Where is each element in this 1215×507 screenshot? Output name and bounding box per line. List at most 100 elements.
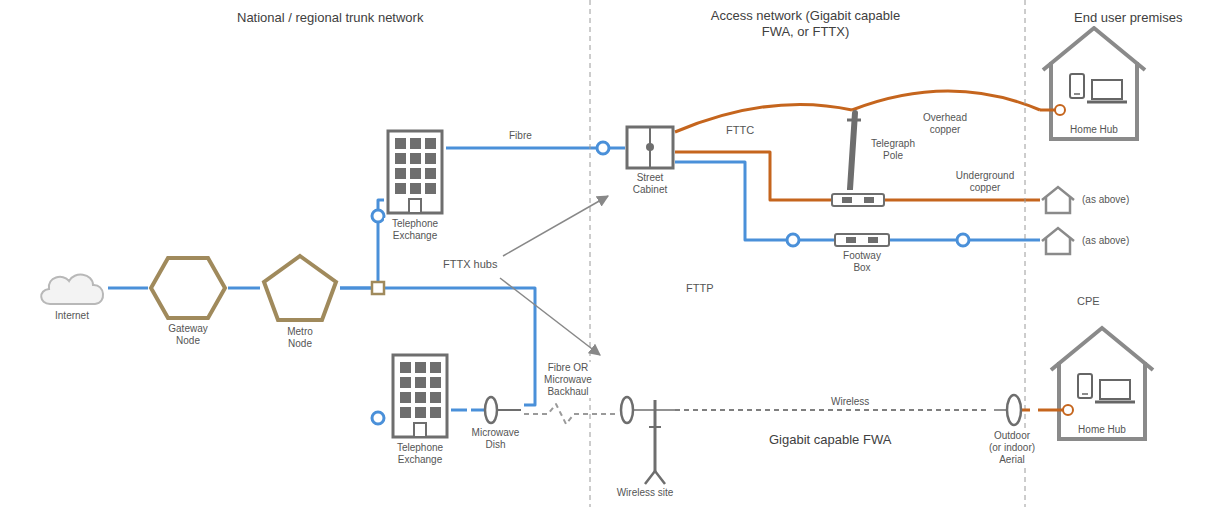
building-window (395, 153, 406, 164)
hexagon-outline (151, 258, 225, 318)
node-label: Footway Box (841, 250, 883, 274)
telegraph-pole-icon (842, 110, 862, 190)
fibre-loop (372, 412, 384, 424)
telegraph-pole: Telegraph Pole (842, 110, 919, 190)
building-outline (388, 131, 442, 213)
node-label: Telegraph Pole (867, 138, 919, 162)
internet-cloud: Internet (36, 268, 108, 322)
fibre-link (340, 200, 384, 288)
node-label: (as above) (1081, 235, 1130, 247)
home-wiring (1040, 109, 1055, 112)
building-window (425, 183, 436, 194)
internet-cloud-icon (36, 268, 108, 308)
building-window (430, 392, 441, 403)
building-window (425, 168, 436, 179)
joint-box-lid (842, 197, 852, 203)
footway-box-outline (835, 234, 889, 246)
building-window (415, 392, 426, 403)
callout-arrow (503, 196, 608, 256)
street-cabinet-icon (625, 125, 675, 170)
fibre-link (675, 162, 834, 240)
building-door (409, 199, 421, 213)
wireless-dish (621, 397, 633, 423)
microwave-dish-symbol (485, 397, 497, 423)
pentagon-outline (264, 256, 336, 320)
building-window (395, 168, 406, 179)
building-window (410, 183, 421, 194)
building-window (430, 362, 441, 373)
house-walls (1046, 197, 1070, 213)
joint-box-lid (864, 197, 874, 203)
outdoor-aerial: Outdoor (or indoor) Aerial (986, 392, 1038, 466)
edge-label: Overhead copper (913, 112, 977, 136)
laptop-base (1095, 401, 1135, 404)
fibre-loop (372, 210, 384, 222)
aerial-dish (1007, 395, 1021, 425)
aerial-cable (1021, 409, 1030, 412)
tower-arm (649, 426, 661, 428)
building-window (430, 407, 441, 418)
building-window (395, 138, 406, 149)
house-walls (1059, 362, 1145, 439)
node-label: Wireless site (616, 487, 675, 499)
joint-box (832, 194, 884, 206)
section-heading: Access network (Gigabit capable FWA, or … (696, 8, 915, 39)
metro-node-icon (260, 252, 340, 324)
node-label: Microwave Dish (467, 427, 524, 451)
building-window (415, 407, 426, 418)
node-label: Outdoor (or indoor) Aerial (986, 430, 1038, 466)
end-user-house-icon (1040, 226, 1076, 256)
fibre-junction (372, 282, 384, 294)
fibre-link (108, 287, 148, 290)
end-user-house: (as above) (1040, 185, 1130, 215)
building-window (410, 138, 421, 149)
telephone-exchange: Telephone Exchange (384, 128, 446, 242)
node-label: Gateway Node (162, 323, 214, 347)
building-window (415, 362, 426, 373)
phone-icon (1070, 74, 1084, 98)
building-window (410, 168, 421, 179)
phone-button (1074, 93, 1080, 95)
phone-icon (1078, 374, 1092, 398)
street-cabinet: Street Cabinet (625, 125, 675, 196)
footway-box: Footway Box (834, 232, 890, 274)
copper-link (852, 91, 1040, 110)
access-type-label: FTTC (724, 124, 756, 137)
telephone-exchange: Telephone Exchange (389, 352, 451, 466)
copper-link (675, 104, 852, 132)
building-window (400, 362, 411, 373)
fibre-loop (957, 234, 969, 246)
laptop-base (1087, 101, 1127, 104)
pole-crossbar (847, 119, 861, 122)
fibre-loop (597, 142, 609, 154)
edge-label: Wireless (829, 396, 871, 408)
house-walls (1051, 62, 1137, 139)
home-wiring (1048, 409, 1063, 412)
home-hub-socket (1055, 105, 1065, 115)
edge-label: Underground copper (948, 170, 1022, 194)
building-window (410, 153, 421, 164)
access-type-label: Gigabit capable FWA (767, 432, 893, 448)
end-user-house: Home Hub (1048, 324, 1156, 442)
microwave-dish-icon (471, 395, 521, 425)
cabinet-outline (627, 127, 673, 168)
section-heading: National / regional trunk network (235, 10, 425, 26)
building-window (425, 153, 436, 164)
section-heading: End user premises (1072, 10, 1184, 26)
building-window (430, 377, 441, 388)
footway-box-lid (846, 237, 856, 243)
gateway-node: Gateway Node (148, 255, 228, 347)
footway-box-lid (868, 237, 878, 243)
end-user-house: Home Hub (1040, 24, 1148, 142)
telephone-exchange-icon (385, 128, 445, 216)
pole-mast (850, 113, 855, 189)
footway-box-icon (834, 232, 890, 248)
home-hub-socket (1063, 405, 1073, 415)
wireless-link (524, 404, 615, 424)
building-window (400, 377, 411, 388)
laptop-screen (1092, 80, 1122, 99)
dish-feed (471, 409, 485, 412)
microwave-dish: Microwave Dish (467, 395, 524, 451)
fibre-link (228, 287, 260, 290)
